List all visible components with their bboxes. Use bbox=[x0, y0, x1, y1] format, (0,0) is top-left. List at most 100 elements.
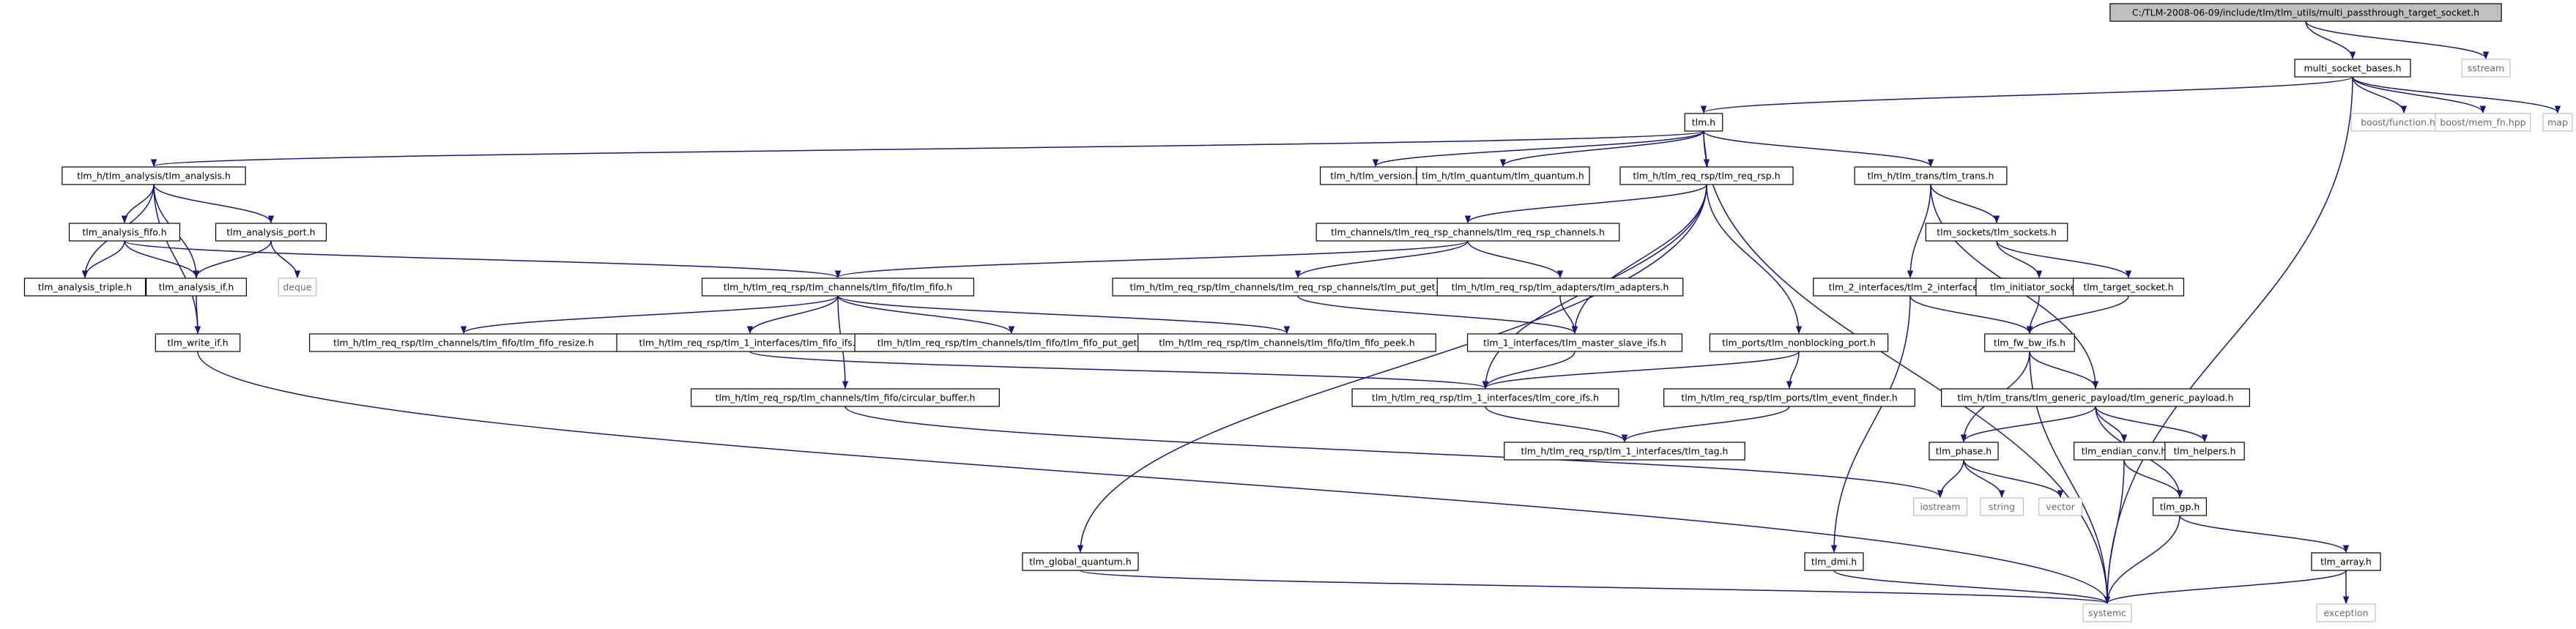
node-box-vector bbox=[2038, 497, 2082, 516]
edge-phase-to-iostream bbox=[1937, 459, 1964, 499]
node-aif[interactable]: tlm_analysis_if.h bbox=[146, 278, 247, 297]
edge-reqrsp-to-masterslave bbox=[1571, 184, 1707, 335]
node-box-if2 bbox=[1813, 278, 2008, 297]
node-fifo[interactable]: tlm_h/tlm_req_rsp/tlm_channels/tlm_fifo/… bbox=[701, 278, 975, 297]
edge-msb-to-tlm_h bbox=[1701, 76, 2353, 114]
edge-trans-to-sockets bbox=[1930, 184, 2000, 224]
node-version[interactable]: tlm_h/tlm_version.h bbox=[1319, 166, 1432, 185]
node-box-nonblock bbox=[1709, 333, 1889, 352]
node-box-string bbox=[1980, 497, 2024, 516]
node-label-evfinder: tlm_h/tlm_req_rsp/tlm_ports/tlm_event_fi… bbox=[1681, 392, 1897, 403]
edge-channels-to-adapters bbox=[1467, 240, 1564, 279]
node-fifoifs[interactable]: tlm_h/tlm_req_rsp/tlm_1_interfaces/tlm_f… bbox=[616, 333, 884, 352]
node-box-aif bbox=[146, 278, 247, 297]
node-box-coreifs bbox=[1351, 388, 1619, 407]
node-fwbw[interactable]: tlm_fw_bw_ifs.h bbox=[1984, 333, 2075, 352]
node-array[interactable]: tlm_array.h bbox=[2311, 552, 2381, 571]
edge-writeif-to-systemc bbox=[197, 351, 2111, 605]
node-box-array bbox=[2311, 552, 2381, 571]
node-label-gq: tlm_global_quantum.h bbox=[1029, 557, 1132, 567]
node-fresize[interactable]: tlm_h/tlm_req_rsp/tlm_channels/tlm_fifo/… bbox=[309, 333, 618, 352]
node-box-evfinder bbox=[1663, 388, 1915, 407]
node-tag[interactable]: tlm_h/tlm_req_rsp/tlm_1_interfaces/tlm_t… bbox=[1504, 442, 1745, 461]
edge-if2-to-fwbw bbox=[1909, 295, 2033, 335]
node-systemc: systemc bbox=[2082, 603, 2132, 622]
node-box-tlm_h bbox=[1684, 113, 1723, 132]
node-atriple[interactable]: tlm_analysis_triple.h bbox=[23, 278, 146, 297]
node-masterslave[interactable]: tlm_1_interfaces/tlm_master_slave_ifs.h bbox=[1466, 333, 1683, 352]
node-label-array: tlm_array.h bbox=[2320, 557, 2372, 567]
edge-root-to-sstream bbox=[2305, 21, 2490, 60]
node-label-exception: exception bbox=[2323, 608, 2368, 619]
edge-tlm_h-to-analysis bbox=[151, 130, 1704, 168]
node-label-atriple: tlm_analysis_triple.h bbox=[38, 282, 132, 293]
node-tlm_h[interactable]: tlm.h bbox=[1684, 113, 1723, 132]
node-box-trans bbox=[1854, 166, 2008, 185]
edge-tsock-to-fwbw bbox=[2026, 295, 2129, 335]
node-afifo[interactable]: tlm_analysis_fifo.h bbox=[68, 223, 181, 242]
edge-analysis-to-aport bbox=[153, 184, 275, 224]
edge-gq-to-systemc bbox=[1080, 570, 2110, 605]
node-label-deque: deque bbox=[283, 282, 311, 293]
node-quantum[interactable]: tlm_h/tlm_quantum/tlm_quantum.h bbox=[1416, 166, 1590, 185]
node-helpers[interactable]: tlm_helpers.h bbox=[2164, 442, 2245, 461]
node-box-quantum bbox=[1416, 166, 1590, 185]
node-label-boostmem: boost/mem_fn.hpp bbox=[2440, 117, 2525, 128]
node-gp[interactable]: tlm_h/tlm_trans/tlm_generic_payload/tlm_… bbox=[1941, 388, 2250, 407]
node-aport[interactable]: tlm_analysis_port.h bbox=[215, 223, 327, 242]
edge-tlm_h-to-trans bbox=[1703, 130, 1934, 168]
node-trans[interactable]: tlm_h/tlm_trans/tlm_trans.h bbox=[1854, 166, 2008, 185]
node-label-map: map bbox=[2547, 117, 2568, 128]
node-box-sstream bbox=[2461, 59, 2511, 78]
edge-circ-to-iostream bbox=[845, 406, 1943, 499]
node-box-tsock bbox=[2072, 278, 2185, 297]
node-fputget[interactable]: tlm_h/tlm_req_rsp/tlm_channels/tlm_fifo/… bbox=[854, 333, 1169, 352]
node-box-gq bbox=[1022, 552, 1139, 571]
node-channels[interactable]: tlm_channels/tlm_req_rsp_channels/tlm_re… bbox=[1315, 223, 1620, 242]
node-box-fresize bbox=[309, 333, 618, 352]
node-msb[interactable]: multi_socket_bases.h bbox=[2294, 59, 2411, 78]
node-vector: vector bbox=[2038, 497, 2082, 516]
node-coreifs[interactable]: tlm_h/tlm_req_rsp/tlm_1_interfaces/tlm_c… bbox=[1351, 388, 1619, 407]
node-evfinder[interactable]: tlm_h/tlm_req_rsp/tlm_ports/tlm_event_fi… bbox=[1663, 388, 1915, 407]
edge-channels-to-putgetimp bbox=[1294, 240, 1469, 279]
node-label-fresize: tlm_h/tlm_req_rsp/tlm_channels/tlm_fifo/… bbox=[333, 338, 594, 349]
node-box-iostream bbox=[1913, 497, 1968, 516]
node-nonblock[interactable]: tlm_ports/tlm_nonblocking_port.h bbox=[1709, 333, 1889, 352]
edge-masterslave-to-coreifs bbox=[1482, 351, 1575, 390]
node-dmi[interactable]: tlm_dmi.h bbox=[1804, 552, 1864, 571]
node-sockets[interactable]: tlm_sockets/tlm_sockets.h bbox=[1925, 223, 2068, 242]
edge-gph-to-systemc bbox=[2104, 515, 2180, 605]
node-gph[interactable]: tlm_gp.h bbox=[2153, 497, 2208, 516]
edge-channels-to-fifo bbox=[835, 240, 1469, 279]
node-writeif[interactable]: tlm_write_if.h bbox=[155, 333, 241, 352]
node-fpeek[interactable]: tlm_h/tlm_req_rsp/tlm_channels/tlm_fifo/… bbox=[1137, 333, 1436, 352]
node-box-version bbox=[1319, 166, 1432, 185]
node-label-analysis: tlm_h/tlm_analysis/tlm_analysis.h bbox=[77, 171, 231, 182]
edge-coreifs-to-tag bbox=[1485, 406, 1628, 443]
node-analysis[interactable]: tlm_h/tlm_analysis/tlm_analysis.h bbox=[62, 166, 246, 185]
edge-nonblock-to-coreifs bbox=[1482, 351, 1800, 390]
node-label-writeif: tlm_write_if.h bbox=[167, 338, 228, 349]
edge-afifo-to-fifo bbox=[124, 240, 841, 279]
edge-analysis-to-afifo bbox=[121, 184, 155, 224]
node-box-phase bbox=[1929, 442, 1999, 461]
node-box-root bbox=[2109, 3, 2502, 22]
node-if2[interactable]: tlm_2_interfaces/tlm_2_interfaces.h bbox=[1813, 278, 2008, 297]
node-gq[interactable]: tlm_global_quantum.h bbox=[1022, 552, 1139, 571]
node-label-afifo: tlm_analysis_fifo.h bbox=[82, 227, 166, 238]
node-tsock[interactable]: tlm_target_socket.h bbox=[2072, 278, 2185, 297]
edge-fifoifs-to-coreifs bbox=[749, 351, 1488, 390]
node-reqrsp[interactable]: tlm_h/tlm_req_rsp/tlm_req_rsp.h bbox=[1619, 166, 1794, 185]
edge-fifo-to-fresize bbox=[461, 295, 839, 335]
edge-fifo-to-fputget bbox=[837, 295, 1015, 335]
node-iostream: iostream bbox=[1913, 497, 1968, 516]
node-adapters[interactable]: tlm_h/tlm_req_rsp/tlm_adapters/tlm_adapt… bbox=[1436, 278, 1684, 297]
node-putgetimp[interactable]: tlm_h/tlm_req_rsp/tlm_channels/tlm_req_r… bbox=[1112, 278, 1484, 297]
edge-tlm_h-to-version bbox=[1373, 130, 1704, 168]
edge-adapters-to-masterslave bbox=[1559, 295, 1578, 335]
node-endian[interactable]: tlm_endian_conv.h bbox=[2074, 442, 2175, 461]
node-phase[interactable]: tlm_phase.h bbox=[1929, 442, 1999, 461]
node-circ[interactable]: tlm_h/tlm_req_rsp/tlm_channels/tlm_fifo/… bbox=[691, 388, 1000, 407]
